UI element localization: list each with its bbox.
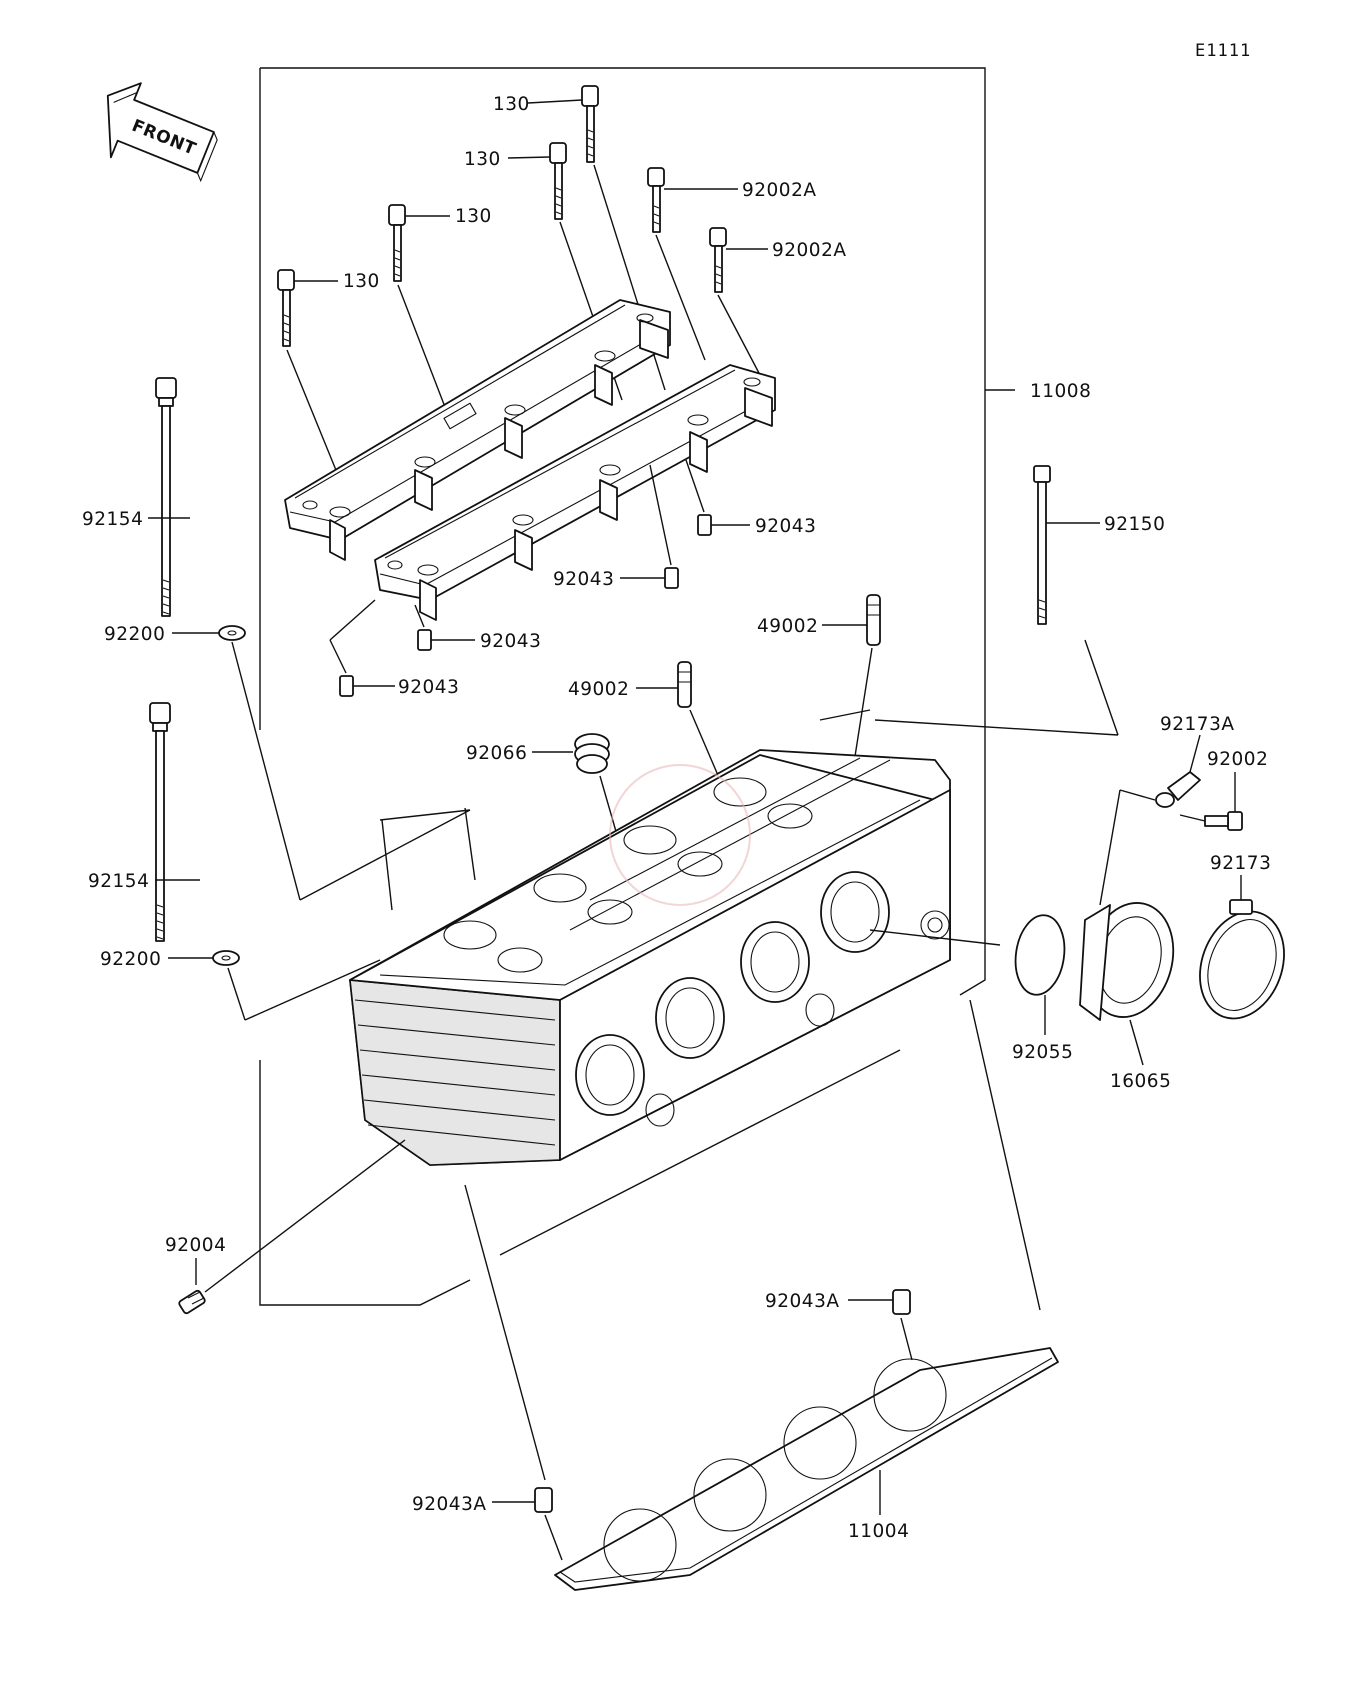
label-92043-c: 92043 xyxy=(480,631,541,652)
front-arrow-icon: FRONT xyxy=(106,82,218,183)
label-92043-a: 92043 xyxy=(755,516,816,537)
plug-92066 xyxy=(532,733,631,881)
bolt-130-a xyxy=(527,85,599,163)
label-92043A-a: 92043A xyxy=(765,1291,840,1312)
bolt-92002A-a xyxy=(647,167,738,233)
clip-92173A xyxy=(1099,734,1201,906)
washer-92200-a xyxy=(172,625,471,901)
label-16065: 16065 xyxy=(1110,1071,1171,1092)
label-92002A-b: 92002A xyxy=(772,240,847,261)
bolt-130-c xyxy=(388,204,450,282)
valve-guide-49002-b xyxy=(636,661,721,781)
label-92002A-a: 92002A xyxy=(742,180,817,201)
stud-bolt-92154-b xyxy=(149,702,200,942)
label-92173A: 92173A xyxy=(1160,714,1235,735)
diagram-code: E1111 xyxy=(1195,41,1251,61)
label-11004: 11004 xyxy=(848,1521,909,1542)
label-92200-a: 92200 xyxy=(104,624,165,645)
label-49002-a: 49002 xyxy=(757,616,818,637)
bolt-130-b xyxy=(507,142,567,220)
label-92154-b: 92154 xyxy=(88,871,149,892)
plug-92004 xyxy=(178,1139,406,1315)
head-gasket-11004 xyxy=(554,1347,1059,1591)
label-92043-d: 92043 xyxy=(398,677,459,698)
label-92002: 92002 xyxy=(1207,749,1268,770)
watermark-logo xyxy=(609,764,751,906)
dowel-92043-a xyxy=(685,459,750,536)
assembly-bracket-11008 xyxy=(259,67,1015,1306)
label-49002-b: 49002 xyxy=(568,679,629,700)
label-92173: 92173 xyxy=(1210,853,1271,874)
label-130-b: 130 xyxy=(464,149,501,170)
bolt-92002 xyxy=(1179,772,1243,831)
label-11008: 11008 xyxy=(1030,381,1091,402)
camshaft-holder-upper xyxy=(284,299,671,561)
label-130-c: 130 xyxy=(455,206,492,227)
dowel-92043A-a xyxy=(848,1289,913,1361)
label-130-a: 130 xyxy=(493,94,530,115)
label-92200-b: 92200 xyxy=(100,949,161,970)
dowel-92043-d xyxy=(329,599,395,697)
label-130-d: 130 xyxy=(343,271,380,292)
camshaft-holder-lower xyxy=(374,364,776,621)
o-ring-92055 xyxy=(1014,914,1066,1035)
dowel-92043A-b xyxy=(492,1487,563,1561)
label-92066: 92066 xyxy=(466,743,527,764)
label-92055: 92055 xyxy=(1012,1042,1073,1063)
washer-92200-b xyxy=(168,950,381,1021)
label-92150: 92150 xyxy=(1104,514,1165,535)
bolt-92002A-b xyxy=(709,227,768,293)
label-92154-a: 92154 xyxy=(82,509,143,530)
dowel-92043-b xyxy=(620,464,679,589)
throttle-holder-16065 xyxy=(1079,902,1175,1066)
label-92043A-b: 92043A xyxy=(412,1494,487,1515)
dowel-92043-c xyxy=(414,604,475,651)
stud-bolt-92150 xyxy=(874,465,1119,736)
label-92043-b: 92043 xyxy=(553,569,614,590)
bolt-130-d xyxy=(277,269,338,347)
guide-lines-head xyxy=(379,709,1041,1481)
stud-bolt-92154-a xyxy=(148,377,190,617)
clamp-92173 xyxy=(1199,875,1285,1020)
label-92004: 92004 xyxy=(165,1235,226,1256)
cylinder-head xyxy=(349,749,951,1166)
